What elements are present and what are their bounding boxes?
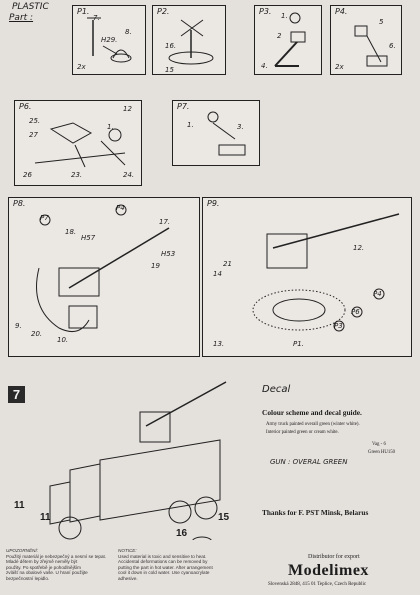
- notice-left-title: UPOZORNĚNÍ:: [6, 548, 38, 553]
- p6-part-12: 12: [123, 105, 132, 113]
- p8-label: P8.: [13, 199, 26, 208]
- p9-part-14: 14: [213, 270, 222, 278]
- p9-ref-p4: P4: [373, 290, 382, 298]
- p1-qty: 2x: [77, 63, 86, 71]
- distributor-brand: Modelimex: [288, 562, 369, 579]
- notice-right-line-4: cool it down in cold water. Use cyanoacr…: [118, 570, 210, 576]
- notice-left-line-3: použity. Po spotřebě je pohodlnějším: [6, 564, 81, 570]
- notice-right-line-3: putting the part in hot water. After arr…: [118, 564, 213, 570]
- panel-p8: P8. P7 P4 18. H57 17. H53 19 9. 20. 10.: [8, 197, 200, 357]
- notice-left-line-1: Použitý materiál je nebezpečný a nesmí s…: [6, 553, 107, 559]
- p9-drawing: [252, 213, 400, 332]
- p9-part-12: 12.: [353, 244, 365, 252]
- p8-part-h53: H53: [161, 250, 176, 258]
- panel-p2: P2. 16. 15: [152, 5, 226, 75]
- thanks-line: Thanks for F. PST Minsk, Belarus: [262, 508, 369, 517]
- notice-left: UPOZORNĚNÍ: Použitý materiál je nebezpeč…: [6, 548, 114, 582]
- p8-part-h57: H57: [81, 234, 96, 242]
- p8-part-17: 17.: [159, 218, 171, 226]
- p8-part-9: 9.: [15, 322, 22, 330]
- p7-part-3: 3.: [237, 123, 244, 131]
- part-heading: Part :: [9, 13, 34, 23]
- notice-right-line-1: Used material is toxic and sensitive to …: [118, 553, 207, 559]
- p6-drawing: [34, 122, 126, 168]
- p1-part-h29: H29.: [101, 36, 118, 44]
- p8-drawing: [36, 204, 170, 333]
- p7-drawing: [207, 111, 246, 156]
- notice-left-line-5: bezpečnostní lepidlo.: [6, 575, 50, 581]
- truck-assembly-drawing: [49, 381, 227, 540]
- distributor-address: Slovenská 2848, 415 01 Teplice, Czech Re…: [268, 582, 367, 587]
- p4-part-5: 5: [379, 18, 384, 26]
- notice-left-line-2: Mladé dětem by zřejmě neměly být: [6, 559, 78, 565]
- p8-ref-p7: P7: [40, 214, 49, 222]
- p1-part-7: 7.: [93, 14, 100, 22]
- p7-label: P7.: [177, 102, 190, 111]
- panel-p9: P9. 21 14 12. P4 P6 P3 13. P1.: [202, 197, 412, 357]
- p3-label: P3.: [259, 7, 272, 16]
- p8-part-18: 18.: [65, 228, 77, 236]
- p3-part-4: 4.: [261, 62, 268, 70]
- p3-part-1: 1.: [281, 12, 288, 20]
- p4-qty: 2x: [335, 63, 344, 71]
- p8-part-20: 20.: [31, 330, 43, 338]
- panel-p7: P7. 1. 3.: [172, 100, 260, 166]
- p1-label: P1.: [77, 7, 90, 16]
- p3-drawing: [274, 12, 306, 67]
- notice-right-line-5: adhesive.: [118, 575, 138, 581]
- colour-code-2: Green HU150: [368, 450, 396, 455]
- callout-15: 15: [218, 512, 230, 523]
- p8-ref-p4: P4: [116, 204, 125, 212]
- plastic-heading: PLASTIC: [12, 2, 49, 12]
- decal-label: Decal: [262, 384, 291, 395]
- panel-p4: P4. 5 6. 2x: [330, 5, 402, 75]
- p6-label: P6.: [19, 102, 32, 111]
- colour-title: Colour scheme and decal guide.: [262, 408, 362, 417]
- gun-colour-note: GUN : OVERAL GREEN: [270, 458, 348, 466]
- p1-drawing: [87, 17, 132, 63]
- callout-11-top: 11: [14, 500, 25, 511]
- p2-part-16: 16.: [165, 42, 177, 50]
- panel-p3: P3. 1. 2 4.: [254, 5, 322, 75]
- p9-label: P9.: [207, 199, 220, 208]
- notice-right-title: NOTICE:: [118, 548, 137, 553]
- colour-line-1: Army truck painted overall green (winter…: [266, 422, 360, 427]
- callout-16: 16: [176, 528, 188, 539]
- panel-p1: P1. 7. 8. H29. 2x: [72, 5, 146, 75]
- colour-line-2: Interior painted green or cream white.: [266, 430, 339, 435]
- p2-drawing: [168, 19, 214, 65]
- p9-ref-p1: P1.: [293, 340, 304, 348]
- panel-p6: P6. 25. 12 27 1. 26 23. 24.: [14, 100, 142, 186]
- p3-part-2: 2: [277, 32, 282, 40]
- p8-part-10: 10.: [57, 336, 69, 344]
- notice-right-line-2: Accidental deformations can be removed b…: [118, 559, 208, 565]
- p9-part-21: 21: [223, 260, 232, 268]
- distributor-label: Distributor for export: [308, 554, 360, 560]
- p6-part-27: 27: [29, 131, 38, 139]
- p8-part-19: 19: [151, 262, 160, 270]
- p7-part-1: 1.: [187, 121, 194, 129]
- p4-label: P4.: [335, 7, 348, 16]
- p2-label: P2.: [157, 7, 170, 16]
- p2-part-15: 15: [165, 66, 174, 74]
- colour-code-1: Vag - 6: [372, 442, 386, 447]
- p1-part-8: 8.: [125, 28, 132, 36]
- p4-part-6: 6.: [389, 42, 396, 50]
- p9-part-13: 13.: [213, 340, 225, 348]
- notice-left-line-4: zvlášť na obalové vaše. U hraní použijte: [6, 570, 88, 576]
- p9-ref-p3: P3: [334, 322, 343, 330]
- p6-part-25: 25.: [29, 117, 41, 125]
- p6-part-23: 23.: [71, 171, 83, 179]
- p4-drawing: [354, 25, 388, 67]
- p9-ref-p6: P6: [351, 308, 360, 316]
- p6-part-24: 24.: [123, 171, 135, 179]
- notice-right: NOTICE: Used material is toxic and sensi…: [118, 548, 230, 582]
- step-number: 7: [8, 386, 25, 403]
- callout-11-bottom: 11: [40, 512, 51, 523]
- p6-part-26: 26: [23, 171, 32, 179]
- p6-part-1: 1.: [107, 123, 114, 131]
